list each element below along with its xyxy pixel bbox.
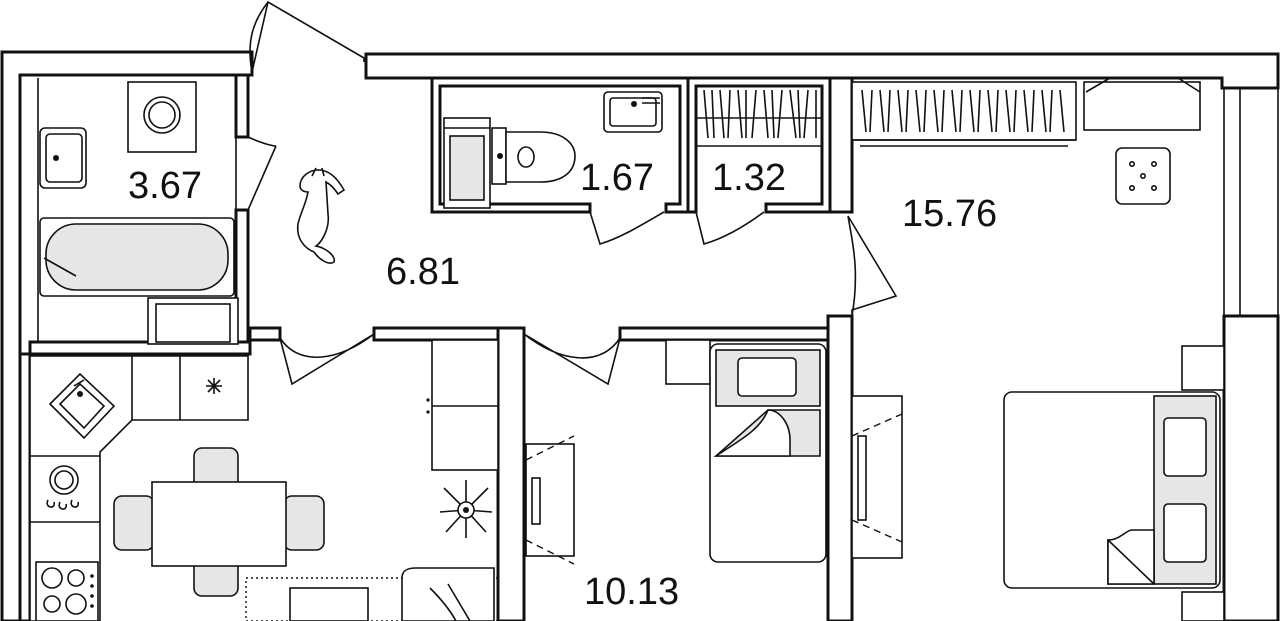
- room-fixtures: [525, 339, 827, 565]
- desk-icon: [665, 339, 711, 385]
- laundry-cabinet: [147, 297, 239, 345]
- washing-machine-icon: [127, 81, 197, 153]
- bedroom-fixtures: [851, 77, 1225, 621]
- nightstand: [1181, 345, 1225, 391]
- cat-icon: [296, 167, 346, 264]
- door-icon: [589, 211, 665, 245]
- hall-wall-stub-left: [248, 326, 282, 342]
- door-icon: [523, 333, 621, 386]
- sink-icon: [603, 91, 663, 133]
- area-labels: 3.67 6.81 1.67 1.32 15.76 10.13: [128, 157, 997, 613]
- wardrobe-icon: [696, 89, 822, 147]
- rug: [245, 577, 499, 621]
- plant-icon: [439, 480, 493, 538]
- pillow: [737, 357, 797, 397]
- dishwasher-icon: [46, 465, 79, 510]
- area-storage: 1.32: [712, 157, 786, 199]
- door-swing: [249, 1, 269, 73]
- outer-walls: [0, 50, 1280, 621]
- window-icon: [1223, 88, 1279, 316]
- wardrobe-icon: [431, 339, 499, 471]
- storage-walls: [686, 76, 832, 214]
- toilet-icon: [505, 131, 576, 183]
- left-top-wall: [0, 50, 254, 621]
- sofa: [401, 567, 495, 621]
- star-icon: [206, 378, 222, 394]
- door-icon: [251, 0, 365, 73]
- pillow: [1163, 503, 1207, 563]
- desk-icon: [1083, 81, 1201, 131]
- nightstand: [1181, 591, 1225, 621]
- coffee-table: [289, 587, 369, 621]
- area-hallway: 6.81: [386, 251, 460, 293]
- interior-walls: [18, 73, 854, 621]
- cooktop-icon: [35, 561, 99, 621]
- door-icon: [695, 211, 765, 245]
- toilet-fixtures: [443, 91, 663, 209]
- area-room: 10.13: [584, 571, 679, 613]
- cooktop-icon: [1115, 147, 1171, 205]
- doors: [247, 0, 898, 386]
- bedroom-wall-top: [826, 76, 854, 214]
- door-icon: [279, 333, 375, 386]
- room-bedroom-wall: [826, 314, 854, 621]
- tv-cabinet: [525, 443, 575, 557]
- right-wall-lower: [1222, 314, 1280, 621]
- tv-cabinet: [851, 395, 903, 559]
- area-bathroom: 3.67: [128, 165, 202, 207]
- sink-icon: [39, 127, 87, 189]
- top-wall: [364, 52, 1280, 90]
- kitchen-room-wall: [496, 326, 526, 621]
- dining-table-icon: [113, 447, 325, 597]
- living-fixtures: [245, 339, 499, 621]
- kitchen-fixtures: [29, 355, 249, 621]
- bathroom-fixtures: [39, 81, 239, 345]
- bathroom-right-wall-top: [234, 73, 250, 139]
- kitchen-left-wall: [18, 352, 32, 621]
- door-icon: [847, 215, 898, 317]
- area-toilet: 1.67: [580, 157, 654, 199]
- door-icon: [247, 136, 277, 211]
- pillow: [1163, 417, 1207, 477]
- bathroom-kitchen-wall: [28, 340, 252, 356]
- hall-wall-stub-right: [618, 326, 832, 342]
- sink-icon: [48, 372, 116, 440]
- area-bedroom: 15.76: [902, 193, 997, 235]
